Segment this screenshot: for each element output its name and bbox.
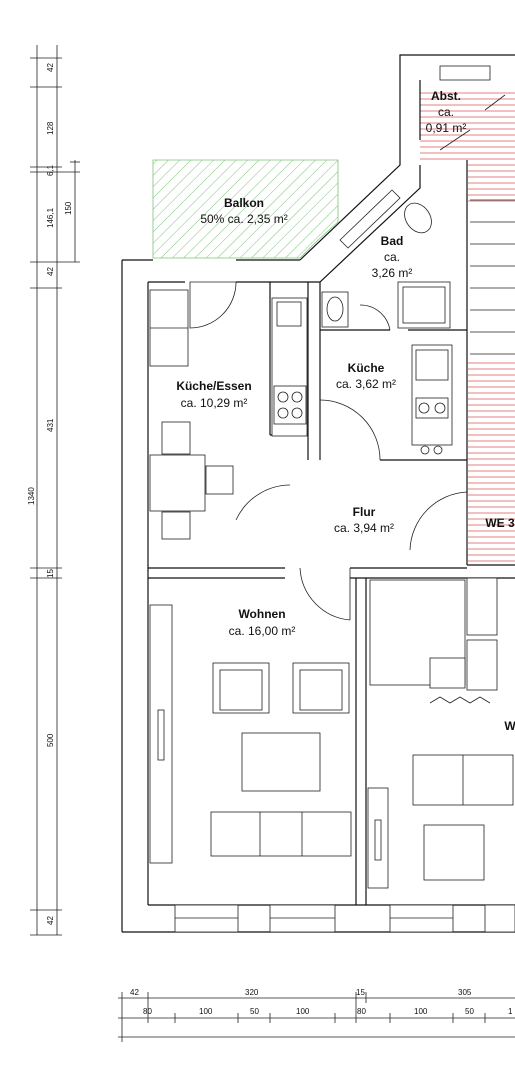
dim-left-8: 500 xyxy=(46,733,55,747)
room-abst-line2: 0,91 m² xyxy=(426,121,467,135)
label-w-cut: W xyxy=(504,719,515,733)
dim-bottom-12: 1 xyxy=(508,1007,513,1016)
windows xyxy=(174,65,515,933)
room-kueche-area: ca. 3,62 m² xyxy=(336,377,396,391)
bottom-dimension-chain: 42 320 15 305 80 100 50 100 80 100 50 1 xyxy=(118,988,515,1042)
dim-bottom-10: 100 xyxy=(414,1007,428,1016)
room-abst-line1: ca. xyxy=(438,105,454,119)
dim-left-4: 146,1 xyxy=(46,207,55,228)
dim-bottom-4: 305 xyxy=(458,988,472,997)
dim-bottom-9: 80 xyxy=(357,1007,366,1016)
dim-left-total: 1340 xyxy=(27,487,36,505)
doors xyxy=(189,94,506,621)
room-balkon-area: 50% ca. 2,35 m² xyxy=(200,212,287,226)
room-bad-line2: 3,26 m² xyxy=(372,266,413,280)
room-wohnen-area: ca. 16,00 m² xyxy=(229,624,296,638)
stair-landing-bottom xyxy=(468,360,515,565)
dim-left-1: 42 xyxy=(46,63,55,72)
room-bad-line1: ca. xyxy=(384,250,400,264)
dim-bottom-2: 320 xyxy=(245,988,259,997)
dim-bottom-7: 50 xyxy=(250,1007,259,1016)
dim-left-inner: 150 xyxy=(64,201,73,215)
dim-bottom-11: 50 xyxy=(465,1007,474,1016)
room-balkon-name: Balkon xyxy=(224,196,264,210)
room-flur-area: ca. 3,94 m² xyxy=(334,521,394,535)
label-we3: WE 3 xyxy=(485,516,515,530)
dim-left-3: 6,1 xyxy=(46,164,55,176)
fixtures xyxy=(149,199,515,889)
room-kueche-name: Küche xyxy=(348,361,385,375)
dim-left-5: 42 xyxy=(46,267,55,276)
stair-landing-top xyxy=(420,90,515,162)
balcony-area xyxy=(152,159,339,259)
dim-left-2: 128 xyxy=(46,121,55,135)
dim-bottom-1: 42 xyxy=(130,988,139,997)
room-flur-name: Flur xyxy=(353,505,376,519)
dim-left-7: 15 xyxy=(46,569,55,578)
dim-bottom-3: 15 xyxy=(356,988,365,997)
dim-bottom-8: 100 xyxy=(296,1007,310,1016)
dim-left-9: 42 xyxy=(46,916,55,925)
dim-left-6: 431 xyxy=(46,418,55,432)
dim-bottom-6: 100 xyxy=(199,1007,213,1016)
room-wohnen-name: Wohnen xyxy=(238,607,285,621)
room-abst-name: Abst. xyxy=(431,89,461,103)
left-dimension-chain: 42 128 6,1 146,1 42 431 15 500 42 150 13… xyxy=(27,45,80,936)
dim-bottom-5: 80 xyxy=(143,1007,152,1016)
room-kueche-essen-name: Küche/Essen xyxy=(176,379,251,393)
room-bad-name: Bad xyxy=(381,234,404,248)
room-kueche-essen-area: ca. 10,29 m² xyxy=(181,396,248,410)
